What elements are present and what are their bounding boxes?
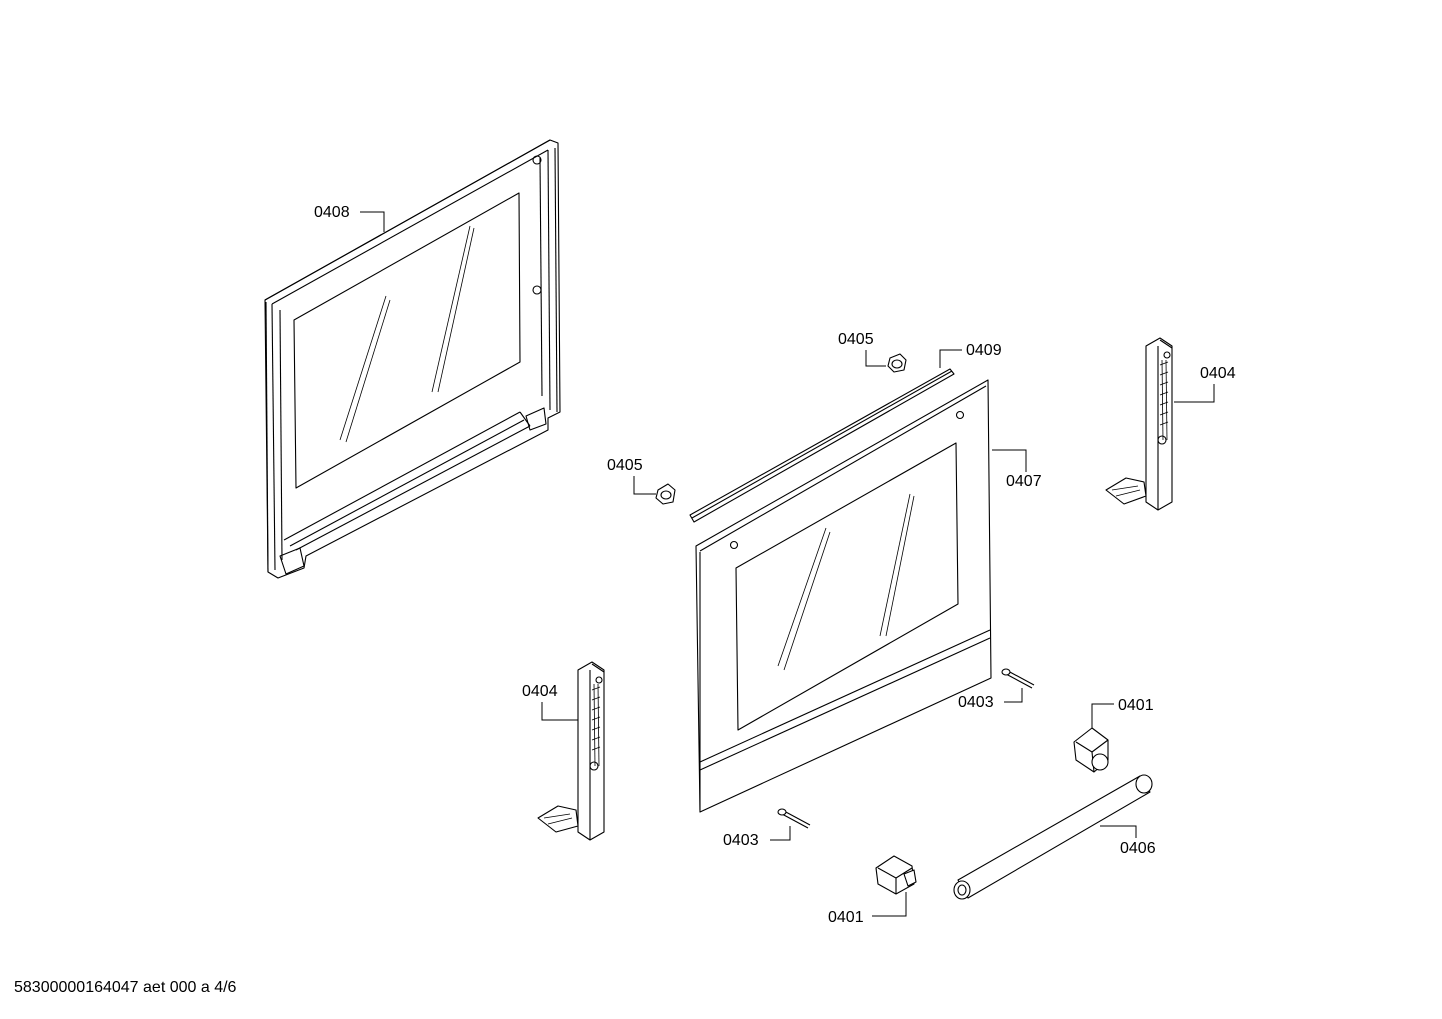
inner-door-frame-part [264,139,561,579]
svg-text:0405: 0405 [838,331,874,348]
label-0409: 0409 [939,342,1002,368]
label-0401-right: 0401 [1091,697,1154,728]
label-0405-left: 0405 [607,457,656,495]
cap-top-part [887,353,907,373]
label-0408: 0408 [314,204,385,232]
svg-text:0406: 0406 [1120,840,1156,857]
svg-text:0405: 0405 [607,457,643,474]
svg-text:0404: 0404 [522,683,558,700]
seal-strip-part [689,368,955,523]
label-0404-left: 0404 [522,683,578,721]
label-0403-left: 0403 [723,826,791,849]
svg-text:0407: 0407 [1006,473,1042,490]
handle-bar-part [953,774,1153,900]
label-0405-top: 0405 [838,331,886,367]
svg-text:0404: 0404 [1200,365,1236,382]
svg-text:0401: 0401 [828,909,864,926]
hinge-right-part [1105,337,1173,511]
drawing-reference-footer: 58300000164047 aet 000 a 4/6 [14,979,237,996]
label-0404-right: 0404 [1174,365,1236,403]
handle-end-left-part [875,855,917,895]
outer-glass-panel-part [695,379,992,813]
svg-text:0401: 0401 [1118,697,1154,714]
svg-text:0403: 0403 [958,694,994,711]
label-0407: 0407 [992,449,1042,490]
screw-right-part [1001,668,1035,689]
label-0406: 0406 [1100,825,1156,857]
label-0403-right: 0403 [958,688,1023,711]
handle-end-right-part [1073,727,1109,773]
hinge-left-part [537,661,605,841]
screw-left-part [777,808,811,829]
svg-text:0409: 0409 [966,342,1002,359]
cap-left-part [655,483,676,505]
svg-text:0403: 0403 [723,832,759,849]
label-0401-left: 0401 [828,892,907,926]
svg-text:0408: 0408 [314,204,350,221]
